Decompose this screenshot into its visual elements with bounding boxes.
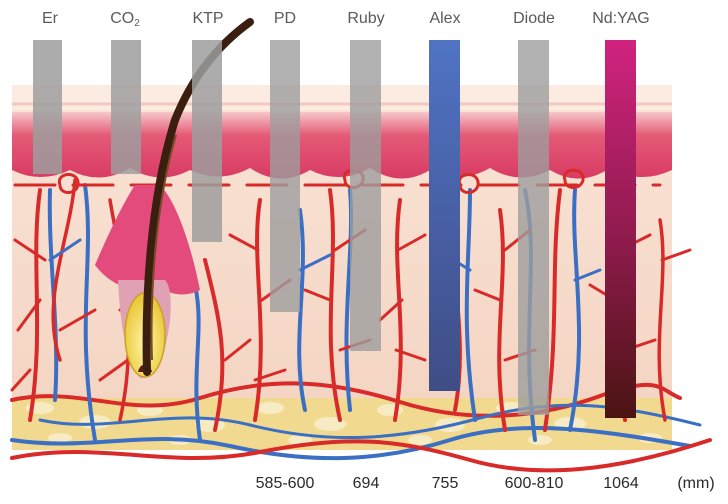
wavelength-ndyag: 1064: [603, 475, 639, 492]
label-pd: PD: [274, 10, 296, 27]
label-ktp: KTP: [192, 10, 223, 27]
laser-bar-ruby: [350, 40, 381, 351]
wavelength-diode: 600-810: [505, 475, 564, 492]
label-co2: CO2: [110, 10, 140, 29]
laser-bar-alex: [429, 40, 460, 391]
label-alex: Alex: [429, 10, 460, 27]
wavelength-alex: 755: [432, 475, 459, 492]
label-ruby: Ruby: [347, 10, 384, 27]
laser-labels: Er CO2 KTP PD Ruby Alex Diode Nd:YAG: [42, 10, 650, 29]
laser-bar-diode: [518, 40, 549, 415]
wavelength-pd: 585-600: [256, 475, 315, 492]
laser-bar-co2: [111, 40, 141, 174]
label-diode: Diode: [513, 10, 555, 27]
laser-bar-pd: [270, 40, 300, 312]
laser-bar-ktp: [192, 40, 222, 242]
laser-bar-ndyag: [605, 40, 636, 418]
wavelength-labels: 585-600 694 755 600-810 1064 (mm): [256, 475, 715, 492]
wavelength-unit: (mm): [677, 475, 714, 492]
label-ndyag: Nd:YAG: [592, 10, 650, 27]
wavelength-ruby: 694: [353, 475, 380, 492]
label-er: Er: [42, 10, 59, 27]
laser-bar-er: [33, 40, 62, 174]
